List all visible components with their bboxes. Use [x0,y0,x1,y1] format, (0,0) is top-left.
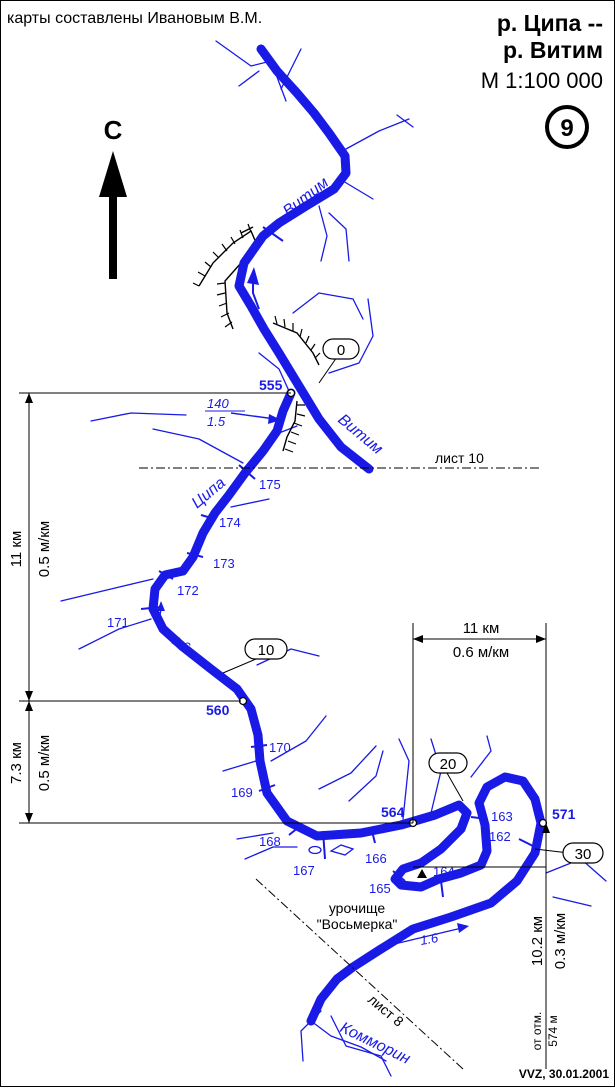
sheet-number-circle [545,105,589,149]
author-credit: карты составлены Ивановым В.М. [7,10,262,27]
title-line-2: р. Витим [503,37,603,63]
summit-icon [417,869,427,878]
base-line-1: от отм. [530,1012,544,1051]
km-166: 166 [365,851,387,866]
segment-1-slope: 0.5 м/км [36,521,53,577]
flow-arrows [157,267,469,947]
tsipa-river [148,388,546,1026]
elevation-555: 555 [259,377,283,393]
elevation-564: 564 [381,804,405,820]
cliff-upper [192,223,258,330]
km-174: 174 [219,515,241,530]
vitim-river [234,44,374,474]
km-163: 163 [491,809,513,824]
place-line-2: "Восьмерка" [317,916,398,932]
signature: VVZ, 30.01.2001 [519,1067,609,1081]
title-line-1: р. Ципа -- [497,10,603,36]
segment-4-length: 10.2 км [529,916,546,966]
segment-3-length: 11 км [463,620,500,637]
north-label: С [104,115,123,145]
segment-4-slope: 0.3 м/км [552,913,569,969]
km-167: 167 [293,863,315,878]
segment-2-slope: 0.5 м/км [36,735,53,791]
km-170: 170 [269,740,291,755]
sheet-boundaries [139,467,539,1070]
dimension-arrowheads [25,393,550,833]
flow-speed-lower: 1.6 [419,930,440,948]
distance-marker-20: 20 [440,756,457,773]
distance-marker-boxes [244,338,604,864]
sheet-8-label: лист 8 [365,991,407,1030]
sheet-number: 9 [560,115,573,142]
distance-marker-30: 30 [575,846,592,863]
segment-1-length: 11 км [8,531,25,568]
segment-2-length: 7.3 км [8,742,25,784]
km-165: 165 [369,881,391,896]
cliff-middle [272,315,321,366]
km-173: 173 [213,556,235,571]
confluence-numerator: 140 [207,396,229,411]
dimension-lines [19,392,547,1069]
km-164: 164 [433,864,455,879]
place-line-1: урочище [329,900,386,916]
elevation-points [238,388,548,828]
river-km-ticks [140,226,536,898]
base-line-2: 574 м [546,1015,560,1047]
km-168: 168 [259,834,281,849]
sheet-10-label: лист 10 [435,450,484,466]
km-175: 175 [259,477,281,492]
islands [308,844,355,856]
river-km-labels: 175 174 173 172 171 170 169 168 167 166 … [107,477,513,896]
north-arrow-icon [99,151,127,279]
km-162: 162 [489,829,511,844]
map-scale: М 1:100 000 [481,68,603,93]
km-172: 172 [177,583,199,598]
confluence-denominator: 1.5 [207,414,226,429]
elevation-560: 560 [206,702,230,718]
segment-3-slope: 0.6 м/км [453,644,509,661]
kommorin-river [310,1020,387,1062]
distance-marker-10: 10 [258,642,275,659]
cliff-lower [282,400,306,453]
distance-marker-0: 0 [337,342,345,359]
elevation-571: 571 [552,806,576,822]
river-name-kommorin: Комморин [337,1019,413,1068]
km-169: 169 [231,785,253,800]
km-171: 171 [107,615,129,630]
